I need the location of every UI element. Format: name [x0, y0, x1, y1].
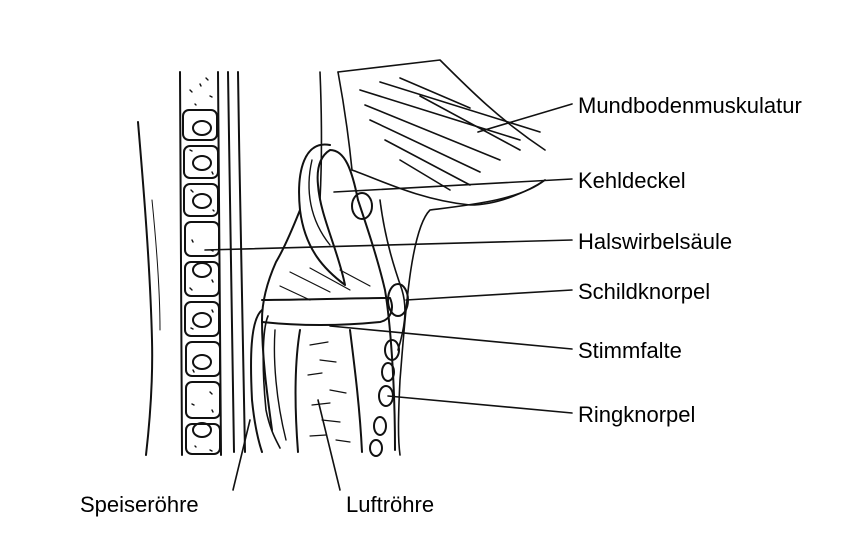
epiglottis — [299, 144, 358, 285]
larynx-posterior — [358, 200, 395, 450]
label-halswirbelsaeule: Halswirbelsäule — [578, 231, 732, 253]
trachea-rings — [308, 342, 350, 442]
leader-speiseroehre — [233, 420, 250, 490]
label-kehldeckel: Kehldeckel — [578, 170, 686, 192]
thyroid-cartilage — [380, 200, 405, 350]
epiglottis-inner — [309, 160, 330, 245]
vocal-fold — [262, 298, 392, 325]
cricoid-4 — [374, 417, 386, 435]
label-ringknorpel: Ringknorpel — [578, 404, 695, 426]
prevertebral-line-1 — [228, 72, 234, 452]
esophagus-inner-2 — [274, 330, 286, 440]
trachea-right — [350, 330, 362, 452]
prevertebral-line-2 — [238, 72, 245, 452]
label-schildknorpel: Schildknorpel — [578, 281, 710, 303]
vocal-fold-shading — [280, 268, 370, 300]
cervical-spine — [180, 72, 221, 455]
neck-contour-right — [399, 180, 546, 455]
label-mundbodenmuskulatur: Mundbodenmuskulatur — [578, 95, 802, 117]
label-speiseroehre: Speiseröhre — [80, 494, 199, 516]
neck-contour-left — [138, 122, 152, 455]
cricoid-5 — [370, 440, 382, 456]
esophagus — [251, 310, 262, 452]
label-stimmfalte: Stimmfalte — [578, 340, 682, 362]
trachea-left — [296, 330, 300, 452]
leader-luftroehre — [318, 400, 340, 490]
larynx-body — [262, 210, 300, 430]
leader-schildknorpel — [406, 290, 572, 300]
pharynx-wall — [320, 72, 322, 200]
leader-halswirbelsaeule — [205, 240, 572, 250]
leader-ringknorpel — [388, 396, 572, 413]
label-luftroehre: Luftröhre — [346, 494, 434, 516]
leader-stimmfalte — [330, 326, 572, 349]
neck-contour-left-inner — [152, 200, 160, 330]
mouth-floor-muscles — [338, 60, 545, 205]
